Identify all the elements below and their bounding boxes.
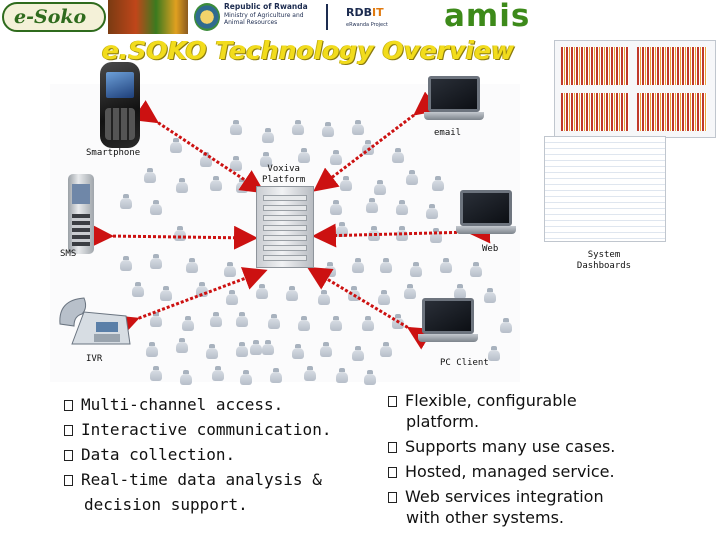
email-label: email [434,128,462,138]
desk-phone-icon [59,297,131,345]
user-node-icon [250,340,262,355]
smartphone-label: Smartphone [86,148,141,158]
user-node-icon [286,286,298,301]
bullet-item: Supports many use cases. [388,436,615,457]
pc-client-label: PC Client [440,358,489,368]
user-node-icon [120,194,132,209]
user-node-icon [336,368,348,383]
user-node-icon [176,338,188,353]
produce-photo [108,0,188,34]
user-node-icon [366,198,378,213]
user-node-icon [180,370,192,385]
user-node-icon [120,256,132,271]
user-node-icon [454,284,466,299]
user-node-icon [212,366,224,381]
user-node-icon [150,200,162,215]
arrow-pc-client [306,266,434,350]
bullet-item: Real-time data analysis & [64,467,331,492]
arrow-smartphone [132,100,266,194]
user-node-icon [270,368,282,383]
user-node-icon [470,262,482,277]
bullet-item: Data collection. [64,442,331,467]
bullet-box-icon [388,492,397,503]
user-node-icon [260,152,272,167]
voxiva-server-icon [256,186,314,268]
bullet-box-icon [64,400,73,411]
user-node-icon [426,204,438,219]
user-node-icon [292,344,304,359]
bullet-continuation: platform. [406,412,480,431]
bullet-box-icon [388,442,397,453]
user-node-icon [298,148,310,163]
user-node-icon [262,128,274,143]
user-node-icon [150,254,162,269]
rdb-sub-text: eRwanda Project [346,22,388,28]
user-node-icon [488,346,500,361]
bullet-item: Web services integration [388,486,615,507]
page-title: e.SOKO Technology Overview [102,36,515,65]
user-node-icon [304,366,316,381]
arrow-sms [89,223,258,250]
sms-label: SMS [60,249,77,259]
dashboard-charts-screenshot [554,40,716,138]
right-bullet-list: Flexible, configurable platform. Support… [388,390,615,528]
user-node-icon [146,342,158,357]
dashboards-label: System Dashboards [576,250,632,271]
bullet-continuation: decision support. [84,495,248,514]
rdb-it-logo: RDBIT [346,6,384,19]
user-node-icon [240,370,252,385]
bullet-box-icon [64,450,73,461]
rwanda-ministry-text: Republic of Rwanda Ministry of Agricultu… [224,2,308,26]
user-node-icon [236,342,248,357]
arrow-email [313,91,440,192]
bullet-box-icon [64,475,73,486]
sms-phone-icon [68,174,94,254]
user-node-icon [500,318,512,333]
arrow-web [312,219,491,248]
amis-logo: amis [444,0,531,34]
user-node-icon [150,366,162,381]
pc-client-laptop-icon [418,298,478,342]
header-banner: e-Soko Republic of Rwanda Ministry of Ag… [0,0,720,34]
rwanda-crest-icon [194,3,220,31]
bullet-item: Flexible, configurable [388,390,615,411]
user-node-icon [262,340,274,355]
user-node-icon [268,314,280,329]
bullet-item: Hosted, managed service. [388,461,615,482]
bullet-item: Multi-channel access. [64,392,331,417]
bullet-box-icon [388,396,397,407]
bullet-continuation: with other systems. [406,508,565,527]
user-node-icon [364,370,376,385]
user-node-icon [298,316,310,331]
arrow-ivr [112,267,268,338]
smartphone-icon [100,62,140,148]
user-node-icon [440,258,452,273]
esoko-logo: e-Soko [2,2,106,32]
web-laptop-icon [456,190,516,234]
web-label: Web [482,244,499,254]
user-node-icon [292,120,304,135]
bullet-box-icon [388,467,397,478]
header-divider [326,4,328,30]
ivr-label: IVR [86,354,103,364]
user-node-icon [206,344,218,359]
user-node-icon [396,200,408,215]
bullet-box-icon [64,425,73,436]
voxiva-label: Voxiva Platform [262,164,306,185]
bullet-item: Interactive communication. [64,417,331,442]
dashboard-table-screenshot [544,136,666,242]
left-bullet-list: Multi-channel access. Interactive commun… [64,392,331,517]
user-node-icon [484,288,496,303]
user-node-icon [330,200,342,215]
email-laptop-icon [424,76,484,120]
